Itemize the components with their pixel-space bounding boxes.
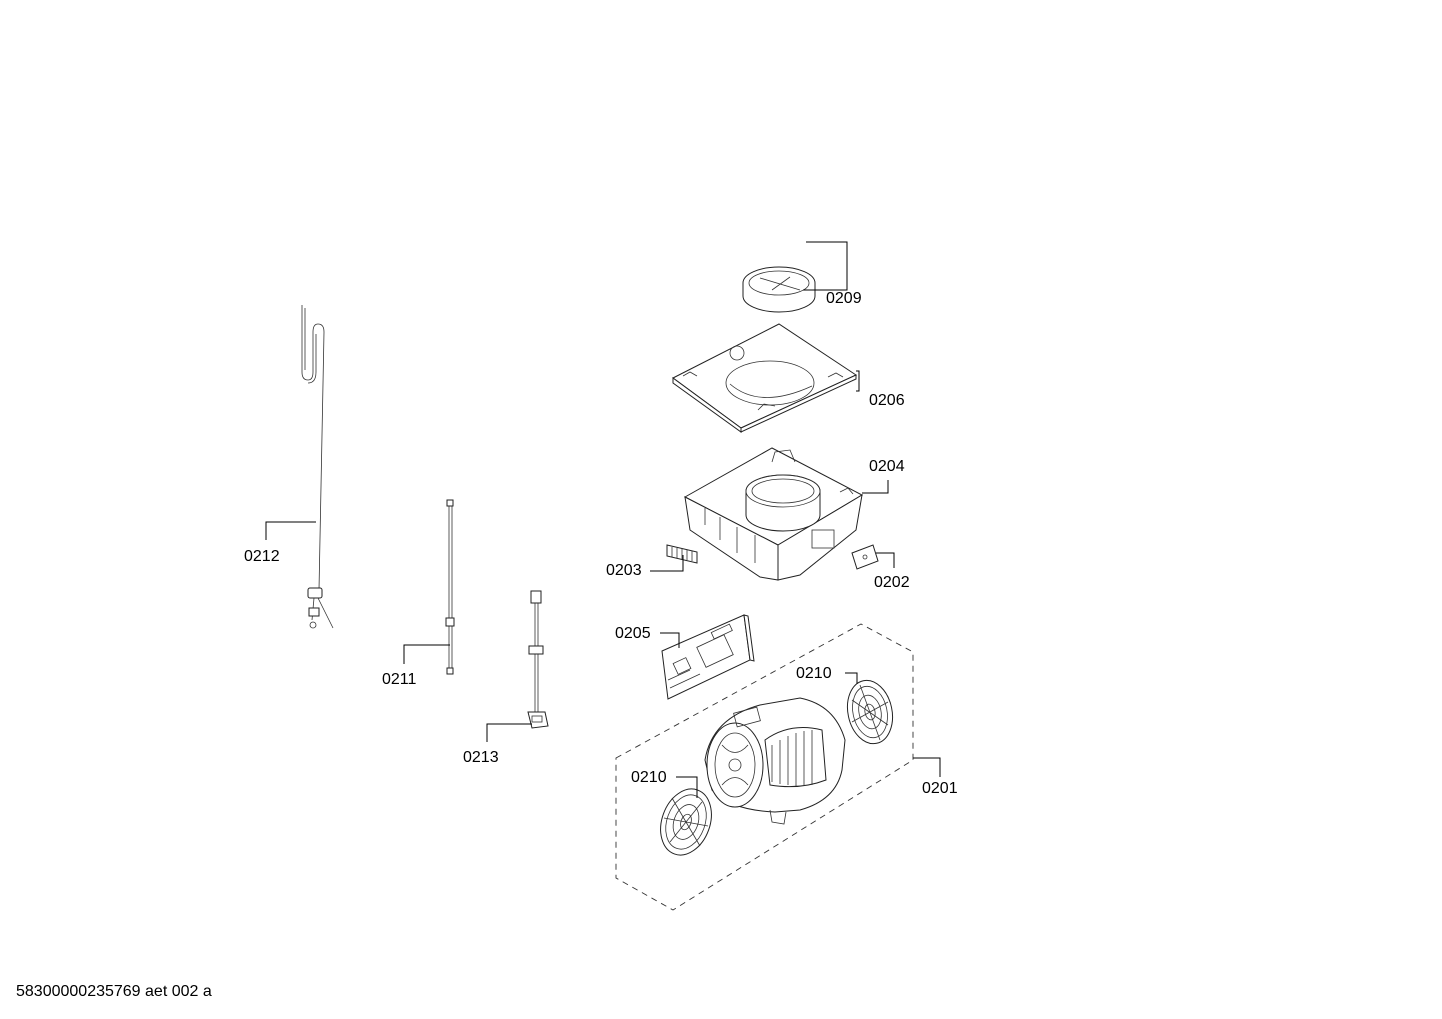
label-0206: 0206: [869, 392, 905, 409]
part-0210-guard-upper[interactable]: [842, 676, 898, 748]
part-0205-pcb[interactable]: [661, 614, 755, 700]
leader-0203: [650, 555, 684, 572]
leader-0204: [862, 480, 889, 494]
leader-0213: [486, 723, 532, 742]
label-0210-lower: 0210: [631, 769, 667, 786]
label-0213: 0213: [463, 749, 499, 766]
part-0203-connector[interactable]: [666, 544, 698, 564]
part-0206-plate[interactable]: [672, 323, 858, 433]
label-0209: 0209: [826, 290, 862, 307]
leader-0209: [803, 241, 848, 291]
label-0202: 0202: [874, 574, 910, 591]
label-0204: 0204: [869, 458, 905, 475]
group-0201-outline: [615, 623, 914, 911]
leader-0210-lower: [676, 776, 698, 798]
part-0209-ring[interactable]: [742, 266, 816, 313]
part-0211-cable[interactable]: [445, 499, 455, 675]
part-0204-housing[interactable]: [683, 447, 864, 581]
leader-0211: [403, 644, 450, 664]
leader-0202: [876, 552, 895, 568]
label-0211: 0211: [382, 671, 417, 688]
label-0203: 0203: [606, 562, 642, 579]
label-0212: 0212: [244, 548, 280, 565]
label-0210-upper: 0210: [796, 665, 832, 682]
part-0202-cover[interactable]: [851, 544, 879, 570]
leader-0210-upper: [845, 672, 858, 684]
label-0205: 0205: [615, 625, 651, 642]
leader-0212: [265, 521, 316, 540]
leader-0201: [913, 757, 941, 777]
leader-0206: [856, 370, 860, 392]
part-0212-cable[interactable]: [301, 305, 334, 629]
document-id-footer: 58300000235769 aet 002 a: [16, 983, 212, 1000]
leader-0205: [660, 632, 680, 648]
label-0201: 0201: [922, 780, 958, 797]
part-0201-blower[interactable]: [704, 697, 846, 825]
part-0213-cable[interactable]: [527, 590, 549, 729]
part-0210-guard-lower[interactable]: [652, 782, 720, 862]
